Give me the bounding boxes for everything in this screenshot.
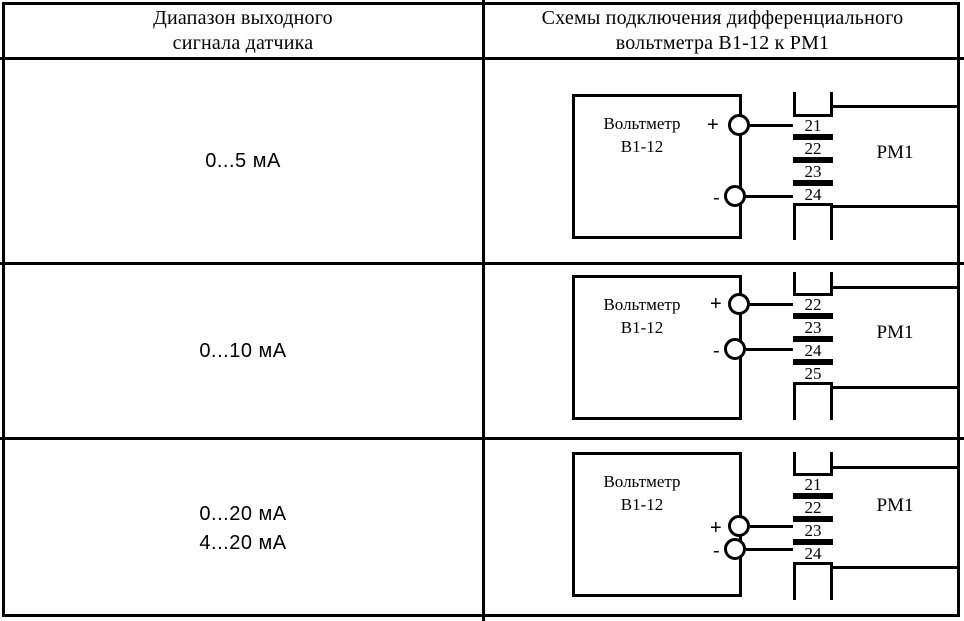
header-schematic-line-1: Схемы подключения дифференциального [541, 6, 904, 29]
pm-label-row-3: РМ1 [876, 495, 914, 516]
voltmeter-label-row-1-line-2: В1-12 [620, 137, 664, 156]
voltmeter-label-row-1: Вольтметр В1-12 [582, 112, 702, 158]
terminal-box-row-3-2: 23 [793, 519, 833, 542]
minus-wire-row-2 [746, 348, 795, 351]
plus-wire-row-2 [750, 303, 795, 306]
minus-terminal-node-row-1 [724, 185, 746, 207]
pm-box-bottom-row-1 [830, 205, 960, 208]
terminal-box-row-1-3: 24 [793, 183, 833, 206]
terminal-box-row-1-2: 23 [793, 160, 833, 183]
range-value-row-1-line-1: 0...5 мА [205, 149, 281, 172]
pm-box-bottom-row-3 [830, 566, 960, 569]
voltmeter-label-row-2: Вольтметр В1-12 [582, 293, 702, 339]
terminal-box-row-2-3: 25 [793, 362, 833, 385]
minus-wire-row-1 [746, 195, 795, 198]
terminal-box-row-1-1: 22 [793, 137, 833, 160]
pm-box-top-row-1 [830, 105, 960, 108]
minus-terminal-node-row-2 [724, 338, 746, 360]
voltmeter-label-row-2-line-1: Вольтметр [603, 295, 681, 314]
plus-wire-row-1 [750, 124, 795, 127]
range-cell-row-3: 0...20 мА 4...20 мА [4, 440, 482, 617]
plus-terminal-node-row-1 [728, 114, 750, 136]
voltmeter-label-row-3-line-1: Вольтметр [603, 472, 681, 491]
pm-box-top-row-2 [830, 286, 960, 289]
range-cell-row-1: 0...5 мА [4, 60, 482, 262]
plus-terminal-node-row-2 [728, 293, 750, 315]
plus-wire-row-3 [750, 525, 795, 528]
plus-sign-row-3: + [710, 517, 722, 539]
terminal-box-row-2-0: 22 [793, 293, 833, 316]
range-value-row-3-line-2: 4...20 мА [199, 531, 287, 554]
terminal-box-row-1-0: 21 [793, 114, 833, 137]
minus-sign-row-1: - [713, 187, 720, 209]
range-cell-row-2: 0...10 мА [4, 265, 482, 437]
voltmeter-label-row-1-line-1: Вольтметр [603, 114, 681, 133]
voltmeter-label-row-3: Вольтметр В1-12 [582, 470, 702, 516]
terminal-box-row-2-1: 23 [793, 316, 833, 339]
terminal-box-row-3-3: 24 [793, 542, 833, 565]
terminal-box-row-2-2: 24 [793, 339, 833, 362]
minus-sign-row-2: - [713, 340, 720, 362]
pm-label-row-1: РМ1 [876, 142, 914, 163]
range-value-row-2-line-1: 0...10 мА [199, 339, 287, 362]
header-cell-range: Диапазон выходного сигнала датчика [4, 4, 482, 57]
voltmeter-box-row-2 [572, 275, 742, 420]
terminal-box-row-3-1: 22 [793, 496, 833, 519]
voltmeter-label-row-3-line-2: В1-12 [620, 495, 664, 514]
range-value-row-3-line-1: 0...20 мА [199, 502, 287, 525]
header-cell-schematic: Схемы подключения дифференциального воль… [485, 4, 960, 57]
voltmeter-label-row-2-line-2: В1-12 [620, 318, 664, 337]
plus-sign-row-2: + [710, 293, 722, 315]
minus-sign-row-3: - [713, 540, 720, 562]
voltmeter-box-row-1 [572, 94, 742, 239]
header-range-line-1: Диапазон выходного [153, 6, 333, 29]
pm-box-top-row-3 [830, 466, 960, 469]
pm-label-row-2: РМ1 [876, 322, 914, 343]
minus-wire-row-3 [746, 548, 795, 551]
terminal-box-row-3-0: 21 [793, 473, 833, 496]
plus-terminal-node-row-3 [728, 515, 750, 537]
column-separator [482, 0, 485, 621]
minus-terminal-node-row-3 [724, 538, 746, 560]
header-range-line-2: сигнала датчика [172, 31, 314, 54]
plus-sign-row-1: + [707, 114, 719, 136]
pm-box-bottom-row-2 [830, 386, 960, 389]
header-schematic-line-2: вольтметра В1-12 к РМ1 [615, 31, 830, 54]
